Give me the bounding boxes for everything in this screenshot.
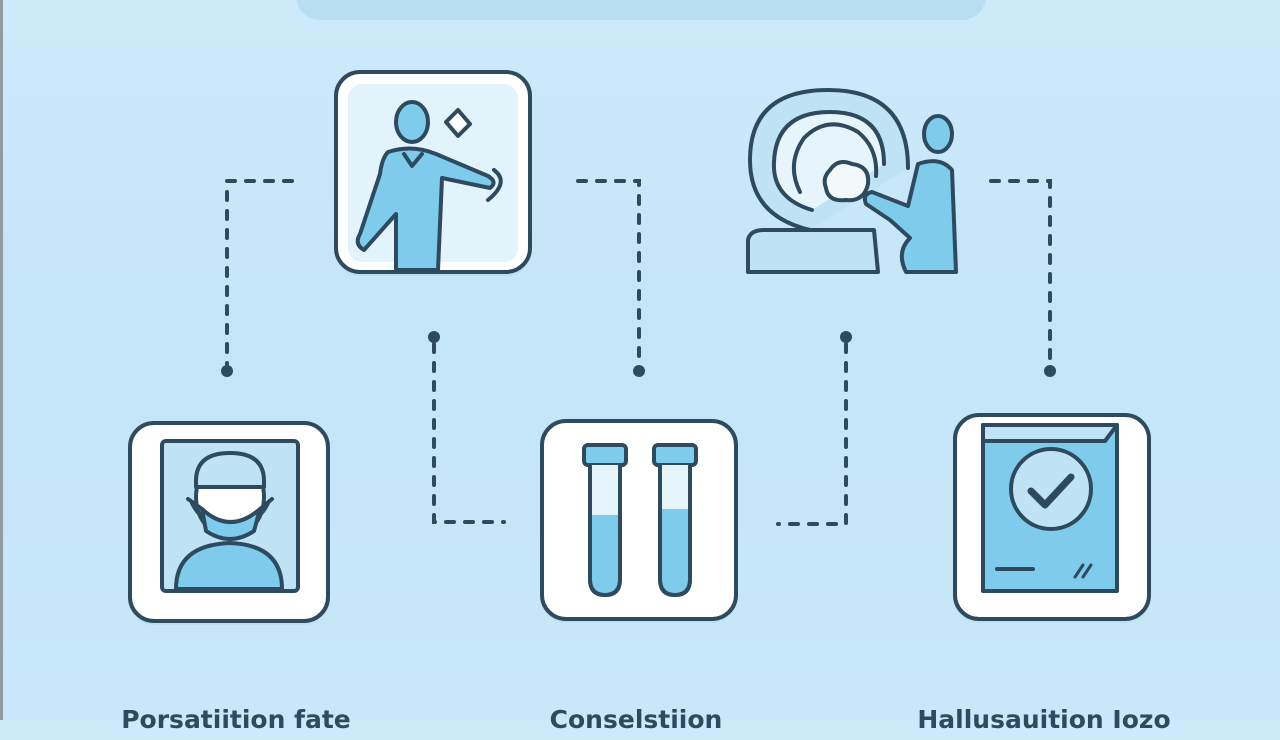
card-step-1 [128, 421, 330, 623]
connector-5 [989, 179, 1052, 366]
card-doctor-pointing [334, 70, 532, 274]
connector-1 [225, 179, 294, 366]
connector-4 [776, 342, 848, 526]
connector-dot [633, 365, 645, 377]
connector-dot [428, 331, 440, 343]
step-label-2: Conselstiion [549, 705, 723, 734]
flow-connectors [221, 179, 1056, 526]
card-step-3 [953, 413, 1151, 621]
connector-dot [840, 331, 852, 343]
step-label-3: Hallusauition Iozo [917, 705, 1171, 734]
test-tubes-icon [582, 443, 698, 597]
card-step-2 [540, 419, 738, 621]
doctor-portrait-icon [160, 439, 300, 593]
connector-3 [576, 179, 641, 366]
connector-dot [1044, 365, 1056, 377]
connector-2 [432, 342, 506, 524]
mri-scanner-icon [746, 88, 958, 274]
header-banner [296, 0, 986, 20]
step-label-1: Porsatiition fate [121, 705, 351, 734]
connector-dot [221, 365, 233, 377]
window-edge [0, 0, 3, 720]
approved-document-icon [981, 423, 1119, 593]
doctor-pointing-icon [348, 84, 518, 270]
